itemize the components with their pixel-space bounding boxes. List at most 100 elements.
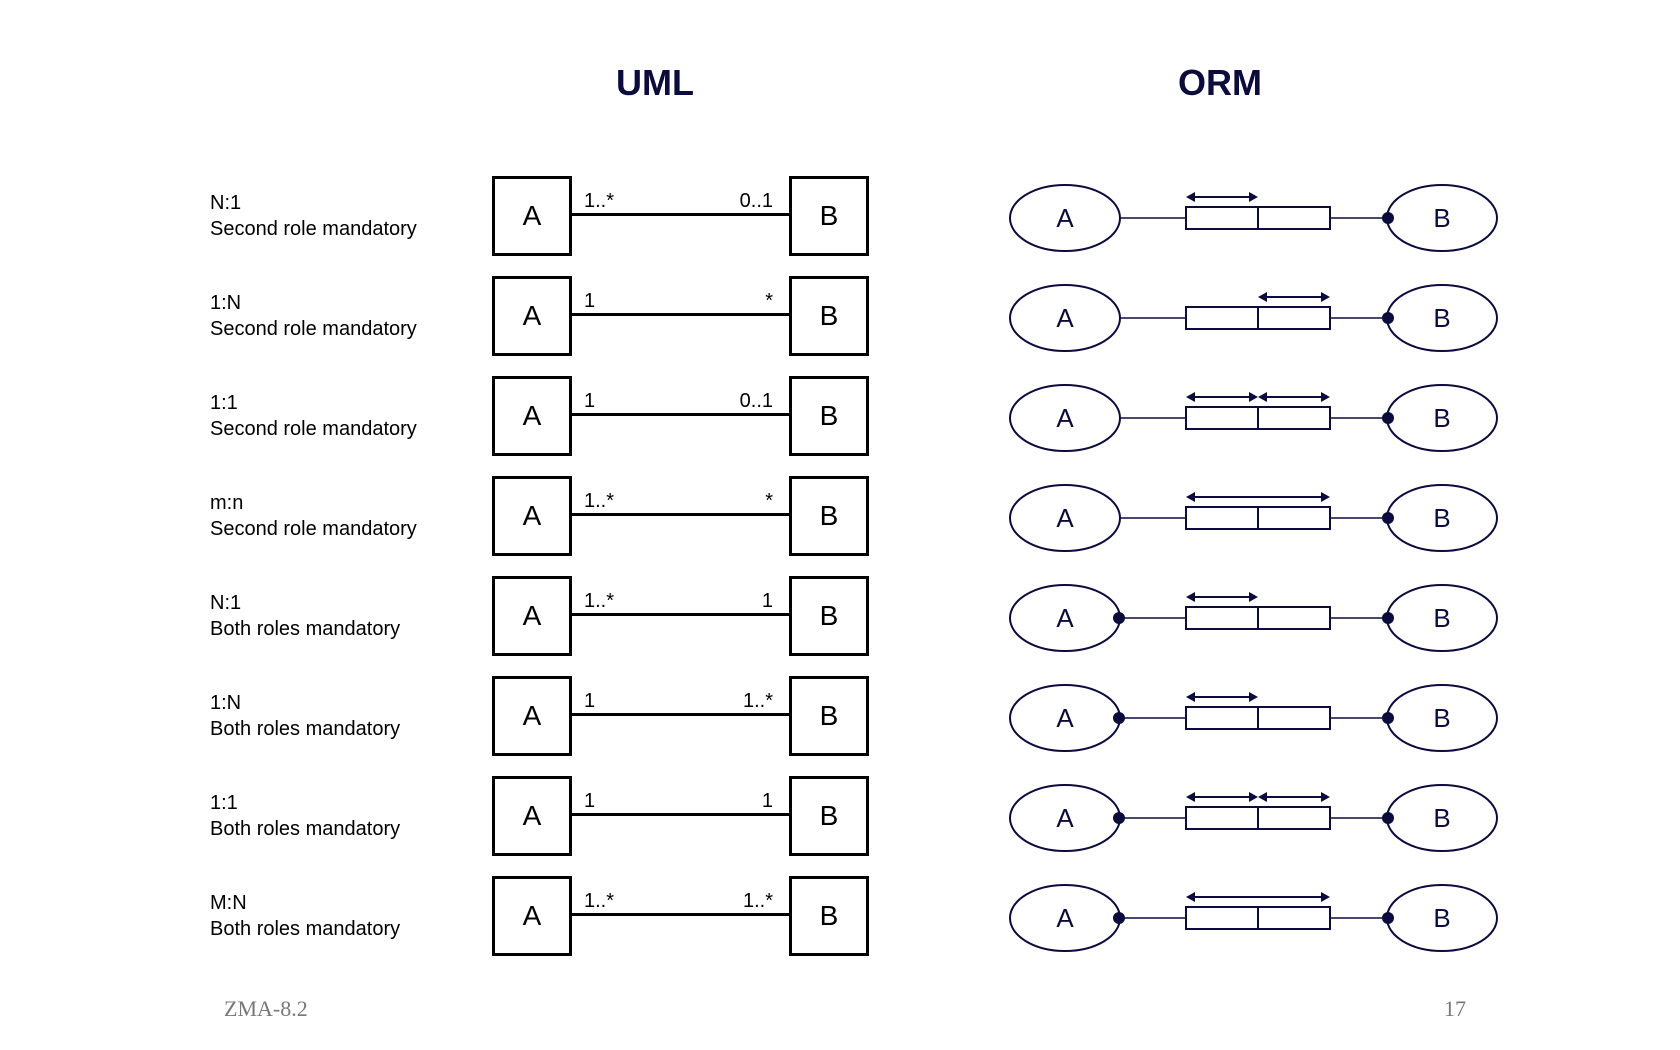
- orm-entity-b-label: B: [1433, 803, 1450, 833]
- orm-entity-a-label: A: [1056, 503, 1074, 533]
- row-label: 1:N Second role mandatory: [210, 290, 417, 342]
- relationship-row: M:N Both roles mandatory A 1..* 1..* B A…: [0, 876, 1680, 956]
- orm-role-box-1: [1185, 806, 1259, 830]
- cardinality-label: 1:1: [210, 792, 238, 814]
- uml-class-b-label: B: [819, 400, 839, 431]
- footer-course-code: ZMA-8.2: [224, 996, 308, 1021]
- mandatory-dot-a: [1113, 712, 1125, 724]
- uml-class-a-label: A: [522, 200, 542, 231]
- cardinality-label: 1:N: [210, 292, 242, 314]
- mandatory-dot-b: [1382, 512, 1394, 524]
- uml-class-b-label: B: [819, 900, 839, 931]
- orm-entity-b-label: B: [1433, 603, 1450, 633]
- arrowhead-left: [1186, 192, 1195, 202]
- multiplicity-b: 1..*: [742, 890, 773, 912]
- cardinality-label: 1:N: [210, 692, 242, 714]
- uml-class-a-label: A: [522, 600, 542, 631]
- row-label: N:1 Second role mandatory: [210, 190, 417, 242]
- footer-page-number: 17: [1444, 996, 1466, 1021]
- uml-class-a-label: A: [522, 900, 542, 931]
- mandatory-dot-a: [1113, 812, 1125, 824]
- orm-column-title: ORM: [1178, 62, 1262, 103]
- orm-role-box-2: [1257, 206, 1331, 230]
- uml-class-b-label: B: [819, 600, 839, 631]
- mandatory-description: Second role mandatory: [210, 218, 417, 240]
- orm-entity-a: [1009, 484, 1121, 552]
- arrowhead-right: [1249, 592, 1258, 602]
- orm-entity-b-label: B: [1433, 903, 1450, 933]
- multiplicity-a: 1..*: [584, 590, 615, 612]
- multiplicity-a: 1..*: [584, 490, 615, 512]
- mandatory-dot-b: [1382, 812, 1394, 824]
- arrowhead-right: [1249, 392, 1258, 402]
- multiplicity-b: 1..*: [742, 690, 773, 712]
- orm-role-box-2: [1257, 706, 1331, 730]
- multiplicity-b: 1: [761, 790, 773, 812]
- uml-association-line: [572, 213, 789, 216]
- uml-class-b: B: [789, 676, 869, 756]
- orm-role-box-1: [1185, 506, 1259, 530]
- arrowhead-right: [1249, 792, 1258, 802]
- cardinality-label: N:1: [210, 192, 242, 214]
- orm-entity-a: [1009, 184, 1121, 252]
- uml-association-line: [572, 913, 789, 916]
- multiplicity-a: 1: [584, 390, 596, 412]
- orm-role-box-2: [1257, 606, 1331, 630]
- uml-class-b: B: [789, 376, 869, 456]
- mandatory-dot-b: [1382, 412, 1394, 424]
- mandatory-dot-b: [1382, 212, 1394, 224]
- row-label: 1:1 Second role mandatory: [210, 390, 417, 442]
- arrowhead-left: [1186, 492, 1195, 502]
- orm-entity-a: [1009, 384, 1121, 452]
- cardinality-label: N:1: [210, 592, 242, 614]
- mandatory-dot-b: [1382, 312, 1394, 324]
- mandatory-description: Second role mandatory: [210, 318, 417, 340]
- uml-class-a: A: [492, 176, 572, 256]
- arrowhead-left: [1258, 292, 1267, 302]
- orm-entity-b-label: B: [1433, 703, 1450, 733]
- uml-class-b: B: [789, 476, 869, 556]
- orm-entity-b-label: B: [1433, 503, 1450, 533]
- orm-entity-a: [1009, 284, 1121, 352]
- uml-class-a-label: A: [522, 500, 542, 531]
- uml-class-a-label: A: [522, 800, 542, 831]
- orm-role-box-1: [1185, 906, 1259, 930]
- uml-association-line: [572, 613, 789, 616]
- mandatory-description: Second role mandatory: [210, 518, 417, 540]
- uml-class-a: A: [492, 276, 572, 356]
- multiplicity-a: 1: [584, 690, 596, 712]
- orm-entity-b-label: B: [1433, 403, 1450, 433]
- orm-role-box-2: [1257, 906, 1331, 930]
- arrowhead-left: [1186, 792, 1195, 802]
- cardinality-label: M:N: [210, 892, 247, 914]
- arrowhead-left: [1186, 592, 1195, 602]
- row-label: 1:1 Both roles mandatory: [210, 790, 400, 842]
- orm-role-box-2: [1257, 506, 1331, 530]
- mandatory-description: Both roles mandatory: [210, 918, 401, 940]
- uml-class-a: A: [492, 576, 572, 656]
- uml-class-a: A: [492, 376, 572, 456]
- uml-class-b-label: B: [819, 300, 839, 331]
- uml-class-b-label: B: [819, 500, 839, 531]
- uml-class-a: A: [492, 476, 572, 556]
- uml-class-a-label: A: [522, 400, 542, 431]
- uml-column-title: UML: [616, 62, 694, 103]
- cardinality-label: 1:1: [210, 392, 238, 414]
- row-label: N:1 Both roles mandatory: [210, 590, 400, 642]
- uml-class-b: B: [789, 276, 869, 356]
- uml-class-a-label: A: [522, 700, 542, 731]
- arrowhead-right: [1321, 792, 1330, 802]
- mandatory-dot-b: [1382, 712, 1394, 724]
- uml-class-b: B: [789, 176, 869, 256]
- uml-class-b-label: B: [819, 800, 839, 831]
